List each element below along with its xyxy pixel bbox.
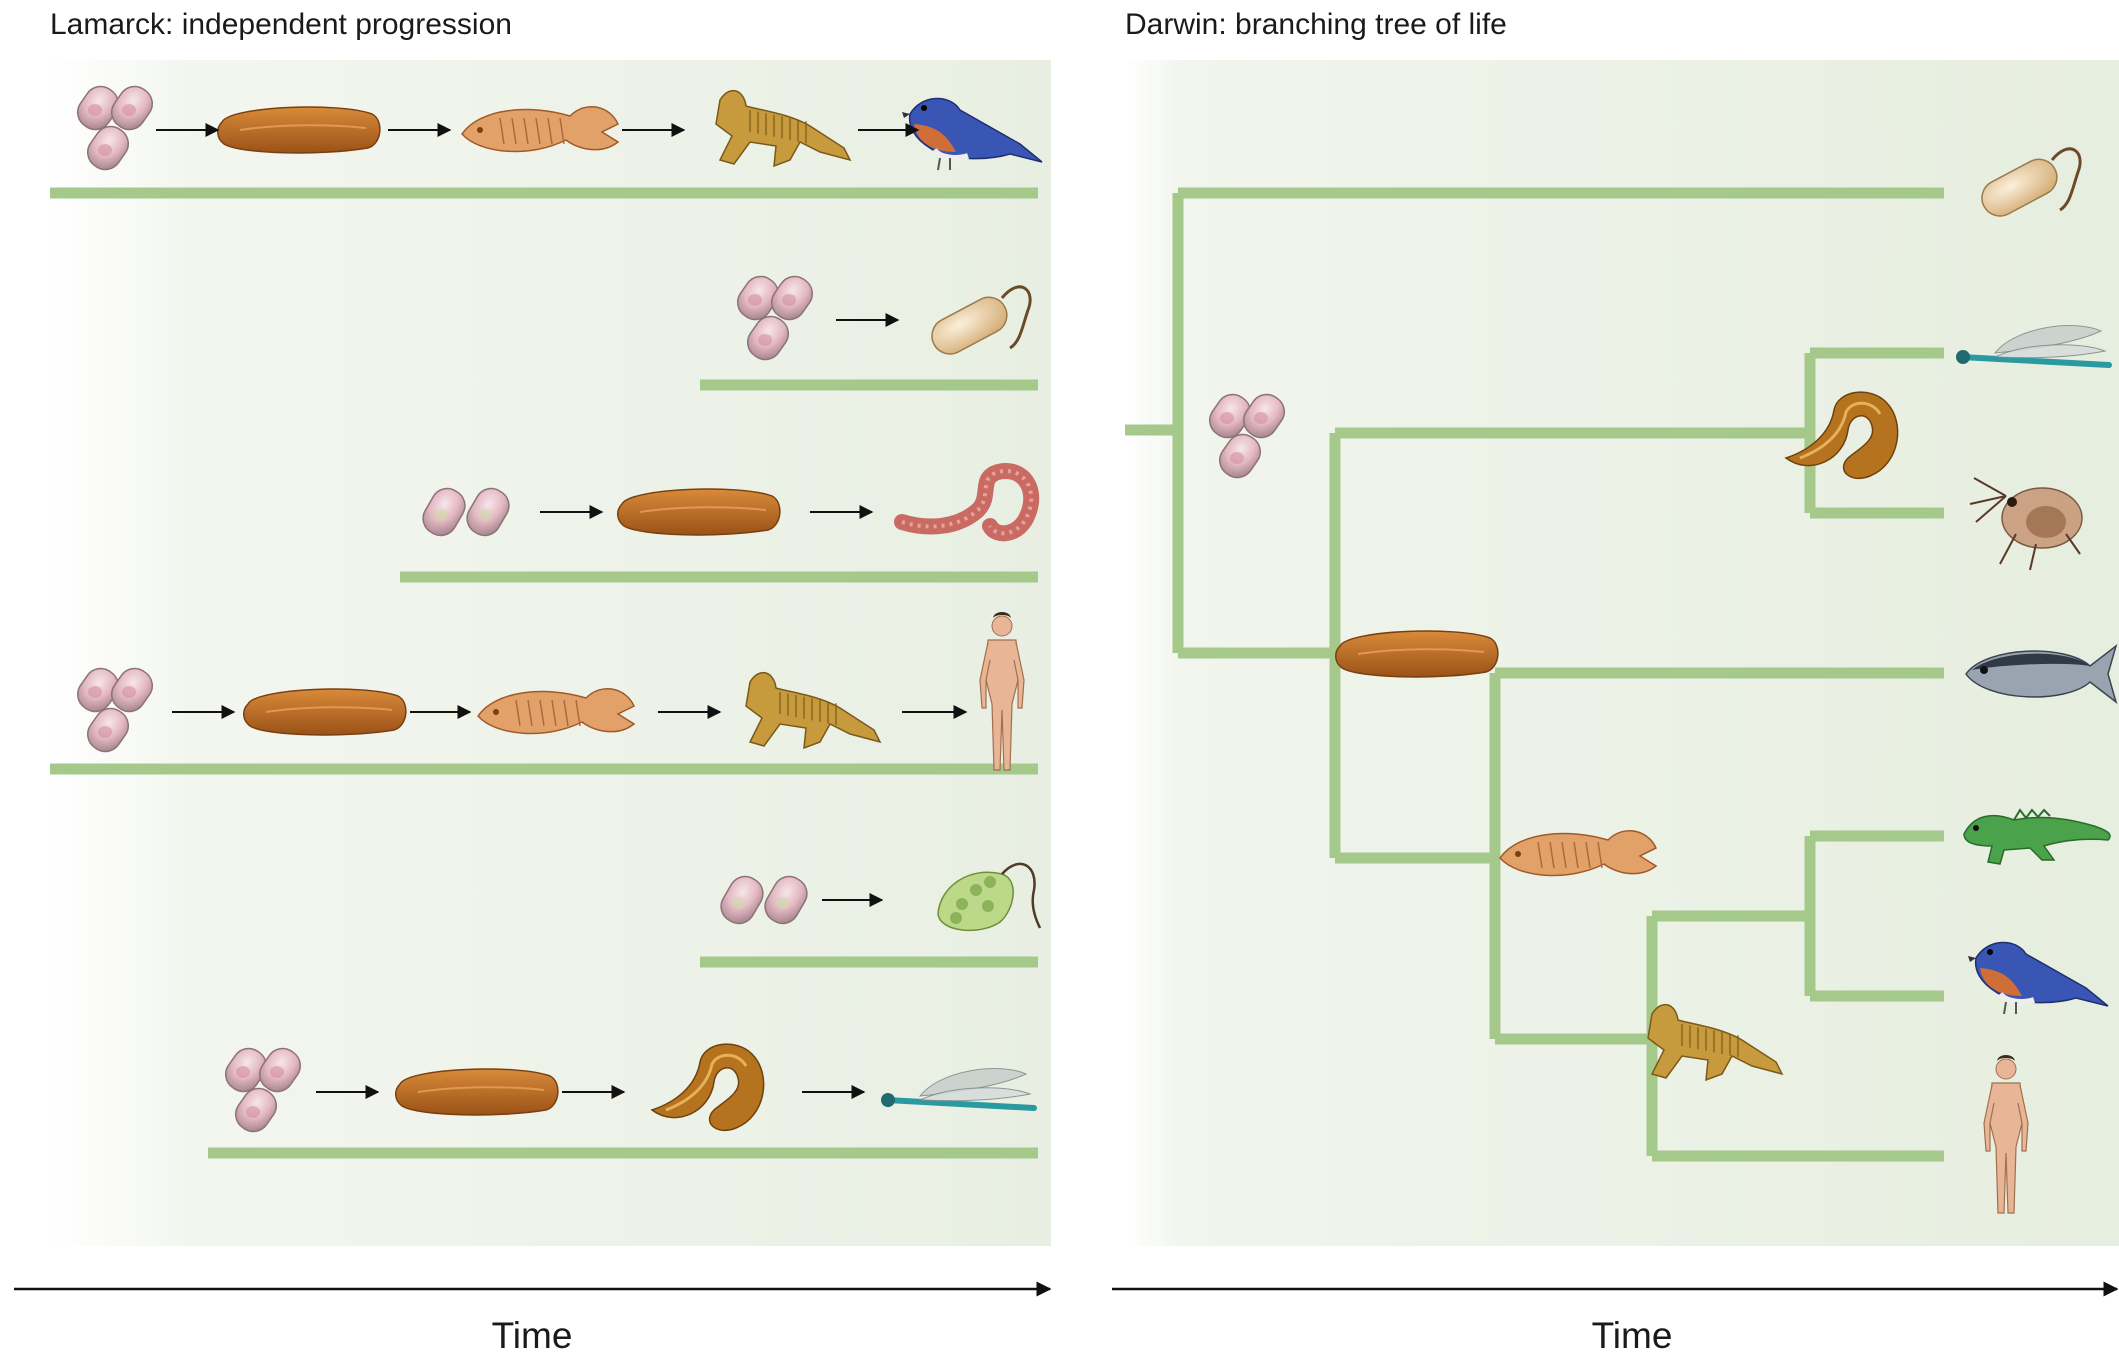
- lineage-bird-fish-fossil-illustration: [461, 106, 620, 153]
- lineage-earthworm-worm-like-fossil-illustration: [617, 488, 781, 536]
- lineage-bird-cell-cluster-illustration: [76, 85, 154, 171]
- lineage-bacterium-bacterium-illustration: [931, 285, 1032, 355]
- darwin-ancestor-curled-fossil-illustration: [1784, 391, 1899, 479]
- lineage-human-cell-cluster-illustration: [76, 667, 154, 753]
- lineage-earthworm-earthworm-illustration: [894, 463, 1040, 542]
- darwin-tip-bluebird-illustration: [1968, 941, 2109, 1015]
- lineage-damselfly-curled-fossil-illustration: [650, 1043, 765, 1131]
- lineage-bacterium-cell-cluster-illustration: [736, 275, 814, 361]
- darwin-tip-iguana-illustration: [1963, 808, 2111, 865]
- lineage-bird-worm-like-fossil-illustration: [217, 106, 381, 154]
- lineage-earthworm-cell-pair-illustration: [422, 487, 510, 537]
- darwin-tip-human-illustration: [1983, 1055, 2029, 1214]
- darwin-ancestor-worm-like-fossil-illustration: [1335, 630, 1499, 678]
- lineage-human-fish-fossil-illustration: [477, 688, 636, 735]
- darwin-time-label: Time: [1591, 1315, 1673, 1356]
- lineage-damselfly-damselfly-illustration: [881, 1068, 1037, 1111]
- darwin-panel-title: Darwin: branching tree of life: [1125, 8, 1507, 41]
- lineage-protist-cell-pair-illustration: [720, 875, 808, 925]
- lineage-bird-bluebird-illustration: [902, 97, 1043, 171]
- darwin-tip-damselfly-illustration: [1956, 325, 2112, 368]
- darwin-tip-bacterium-illustration: [1981, 147, 2082, 217]
- lineage-human-human-illustration: [979, 612, 1025, 771]
- lineage-human-reptile-fossil-illustration: [745, 671, 882, 750]
- darwin-ancestor-cell-cluster-illustration: [1208, 393, 1286, 479]
- darwin-ancestor-reptile-fossil-illustration: [1647, 1003, 1784, 1082]
- lamarck-time-label: Time: [491, 1315, 573, 1356]
- lineage-bird-reptile-fossil-illustration: [715, 89, 852, 168]
- lamarck-panel-background: [48, 60, 1051, 1246]
- lamarck-panel-title: Lamarck: independent progression: [50, 8, 512, 41]
- darwin-ancestor-fish-fossil-illustration: [1499, 830, 1658, 877]
- darwin-tip-water-flea-illustration: [1969, 477, 2083, 571]
- lineage-human-worm-like-fossil-illustration: [243, 688, 407, 736]
- darwin-tip-tuna-illustration: [1965, 644, 2118, 704]
- lineage-damselfly-cell-cluster-illustration: [224, 1047, 302, 1133]
- lineage-damselfly-worm-like-fossil-illustration: [395, 1068, 559, 1116]
- lineage-protist-green-protist-illustration: [937, 862, 1042, 932]
